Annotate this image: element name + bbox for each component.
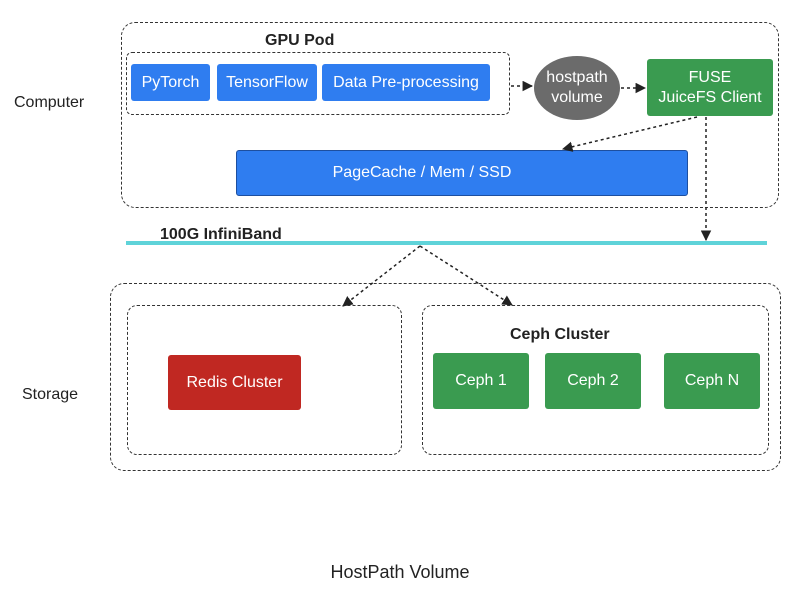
hostpath-line1: hostpath <box>546 69 608 86</box>
diagram-caption: HostPath Volume <box>330 562 470 582</box>
storage-container <box>110 283 781 471</box>
redis-container <box>127 305 402 455</box>
ceph-node-1: Ceph 1 <box>433 353 529 409</box>
ceph-node-n: Ceph N <box>664 353 760 409</box>
redis-cluster: Redis Cluster <box>168 355 301 410</box>
gpu-pod-container <box>126 52 510 115</box>
computer-container <box>121 22 779 208</box>
arrow-fuse-to-pagecache <box>561 116 698 152</box>
arrow-ib-to-redis <box>342 245 421 307</box>
ceph-cluster-label: Ceph Cluster <box>510 326 610 343</box>
hostpath-line2: volume <box>551 89 603 106</box>
hostpath-volume: hostpath volume <box>534 56 620 120</box>
computer-label: Computer <box>14 94 85 111</box>
ceph-container <box>422 305 769 455</box>
infiniband-line <box>126 241 767 245</box>
fuse-line2: JuiceFS Client <box>658 88 762 106</box>
infiniband-label: 100G InfiniBand <box>160 226 282 243</box>
framework-data-preprocessing: Data Pre-processing <box>322 64 490 101</box>
framework-tensorflow: TensorFlow <box>217 64 317 101</box>
storage-label: Storage <box>22 386 79 403</box>
fuse-line1: FUSE <box>688 68 732 86</box>
gpu-pod-label: GPU Pod <box>265 32 335 49</box>
framework-pytorch: PyTorch <box>131 64 210 101</box>
arrow-ib-to-ceph <box>419 245 513 306</box>
ceph-node-2: Ceph 2 <box>545 353 641 409</box>
pagecache-box: PageCache / Mem / SSD <box>236 150 688 196</box>
fuse-juicefs-client: FUSE JuiceFS Client <box>647 59 773 116</box>
